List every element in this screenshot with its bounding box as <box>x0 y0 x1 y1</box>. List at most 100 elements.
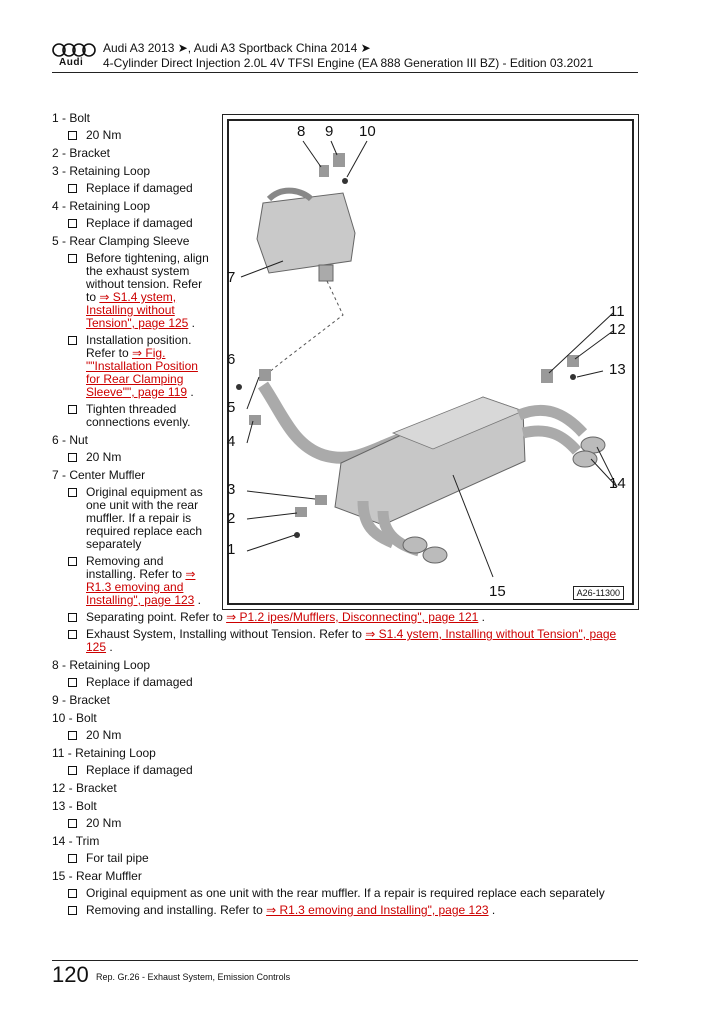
callout-14: 14 <box>609 475 626 492</box>
list-item: 1 - Bolt 20 Nm <box>52 112 632 142</box>
checkbox-bullet-icon <box>68 405 77 414</box>
checkbox-bullet-icon <box>68 731 77 740</box>
list-subitem: 20 Nm <box>52 817 632 830</box>
list-item: 7 - Center Muffler Original equipment as… <box>52 469 632 654</box>
item-title: 14 - Trim <box>52 834 100 848</box>
cross-reference-link[interactable]: ⇒ S1.4 ystem, Installing without Tension… <box>86 290 189 330</box>
cross-reference-link[interactable]: ⇒ S1.4 ystem, Installing without Tension… <box>86 627 617 654</box>
list-subitem: Removing and installing. Refer to ⇒ R1.3… <box>52 555 212 607</box>
checkbox-bullet-icon <box>68 219 77 228</box>
checkbox-bullet-icon <box>68 336 77 345</box>
diagram-artwork <box>236 140 618 578</box>
checkbox-bullet-icon <box>68 254 77 263</box>
list-subitem: For tail pipe <box>52 852 632 865</box>
list-subitem: 20 Nm <box>52 729 632 742</box>
list-item: 6 - Nut 20 Nm <box>52 434 632 464</box>
cross-reference-link[interactable]: ⇒ R1.3 emoving and Installing", page 123 <box>266 903 489 917</box>
callout-5: 5 <box>227 399 236 416</box>
cross-reference-link[interactable]: ⇒ P1.2 ipes/Mufflers, Disconnecting", pa… <box>226 610 479 624</box>
item-title: 6 - Nut <box>52 433 89 447</box>
list-item: 12 - Bracket <box>52 782 632 795</box>
callout-15: 15 <box>489 583 506 600</box>
audi-rings-logo <box>52 43 96 57</box>
list-subitem: Original equipment as one unit with the … <box>52 486 212 551</box>
item-title: 5 - Rear Clamping Sleeve <box>52 234 190 248</box>
list-item: 8 - Retaining Loop Replace if damaged <box>52 659 632 689</box>
callout-7: 7 <box>227 269 236 286</box>
item-title: 9 - Bracket <box>52 693 111 707</box>
list-item: 13 - Bolt 20 Nm <box>52 800 632 830</box>
checkbox-bullet-icon <box>68 184 77 193</box>
callout-12: 12 <box>609 321 626 338</box>
list-item: 14 - Trim For tail pipe <box>52 835 632 865</box>
checkbox-bullet-icon <box>68 488 77 497</box>
checkbox-bullet-icon <box>68 854 77 863</box>
audi-logo-text: Audi <box>59 57 84 68</box>
list-subitem: 20 Nm <box>52 451 632 464</box>
list-item: 15 - Rear Muffler Original equipment as … <box>52 870 632 917</box>
list-item: 5 - Rear Clamping Sleeve Before tighteni… <box>52 235 632 429</box>
callout-10: 10 <box>359 123 376 140</box>
item-title: 10 - Bolt <box>52 711 97 725</box>
list-subitem: 20 Nm <box>52 129 632 142</box>
list-item: 11 - Retaining Loop Replace if damaged <box>52 747 632 777</box>
list-subitem: Exhaust System, Installing without Tensi… <box>52 628 632 654</box>
page-number: 120 <box>52 962 89 987</box>
footer-divider <box>52 960 638 961</box>
item-title: 4 - Retaining Loop <box>52 199 151 213</box>
checkbox-bullet-icon <box>68 906 77 915</box>
checkbox-bullet-icon <box>68 557 77 566</box>
list-subitem: Separating point. Refer to ⇒ P1.2 ipes/M… <box>52 611 632 624</box>
item-title: 15 - Rear Muffler <box>52 869 142 883</box>
cross-reference-link[interactable]: ⇒ Fig. ""Installation Position for Rear … <box>86 346 198 399</box>
header-vehicle-line: Audi A3 2013 ➤, Audi A3 Sportback China … <box>103 41 371 55</box>
checkbox-bullet-icon <box>68 766 77 775</box>
checkbox-bullet-icon <box>68 131 77 140</box>
item-title: 2 - Bracket <box>52 146 111 160</box>
figure-id-label: A26-11300 <box>572 586 624 600</box>
callout-1: 1 <box>227 541 236 558</box>
header-divider <box>52 72 638 73</box>
item-title: 12 - Bracket <box>52 781 117 795</box>
list-item: 9 - Bracket <box>52 694 632 707</box>
footer-section-title: Rep. Gr.26 - Exhaust System, Emission Co… <box>96 972 291 982</box>
callout-3: 3 <box>227 481 236 498</box>
cross-reference-link[interactable]: ⇒ R1.3 emoving and Installing", page 123 <box>86 567 196 607</box>
checkbox-bullet-icon <box>68 678 77 687</box>
item-title: 13 - Bolt <box>52 799 97 813</box>
list-subitem: Tighten threaded connections evenly. <box>52 403 212 429</box>
checkbox-bullet-icon <box>68 613 77 622</box>
checkbox-bullet-icon <box>68 819 77 828</box>
checkbox-bullet-icon <box>68 889 77 898</box>
item-title: 7 - Center Muffler <box>52 468 146 482</box>
list-subitem: Removing and installing. Refer to ⇒ R1.3… <box>52 904 632 917</box>
list-subitem: Replace if damaged <box>52 217 632 230</box>
callout-2: 2 <box>227 510 236 527</box>
item-title: 3 - Retaining Loop <box>52 164 151 178</box>
diagram-frame <box>227 119 634 605</box>
list-subitem: Replace if damaged <box>52 764 632 777</box>
list-item: 2 - Bracket <box>52 147 632 160</box>
list-subitem: Replace if damaged <box>52 182 632 195</box>
callout-6: 6 <box>227 351 236 368</box>
list-subitem: Before tightening, align the exhaust sys… <box>52 252 212 330</box>
parts-list: 1 - Bolt 20 Nm 2 - Bracket 3 - Retaining… <box>52 112 632 922</box>
callout-8: 8 <box>297 123 306 140</box>
callout-11: 11 <box>609 303 625 320</box>
checkbox-bullet-icon <box>68 630 77 639</box>
item-title: 11 - Retaining Loop <box>52 746 156 760</box>
list-subitem: Installation position. Refer to ⇒ Fig. "… <box>52 334 212 399</box>
exhaust-exploded-diagram: 1 2 3 4 5 6 7 8 9 10 11 12 13 14 15 A26-… <box>222 114 639 610</box>
header-engine-line: 4-Cylinder Direct Injection 2.0L 4V TFSI… <box>103 56 594 70</box>
callout-4: 4 <box>227 433 236 450</box>
callout-9: 9 <box>325 123 334 140</box>
list-subitem: Original equipment as one unit with the … <box>52 887 632 900</box>
callout-13: 13 <box>609 361 626 378</box>
list-item: 4 - Retaining Loop Replace if damaged <box>52 200 632 230</box>
item-title: 1 - Bolt <box>52 111 91 125</box>
list-item: 3 - Retaining Loop Replace if damaged <box>52 165 632 195</box>
checkbox-bullet-icon <box>68 453 77 462</box>
item-title: 8 - Retaining Loop <box>52 658 151 672</box>
list-subitem: Replace if damaged <box>52 676 632 689</box>
list-item: 10 - Bolt 20 Nm <box>52 712 632 742</box>
